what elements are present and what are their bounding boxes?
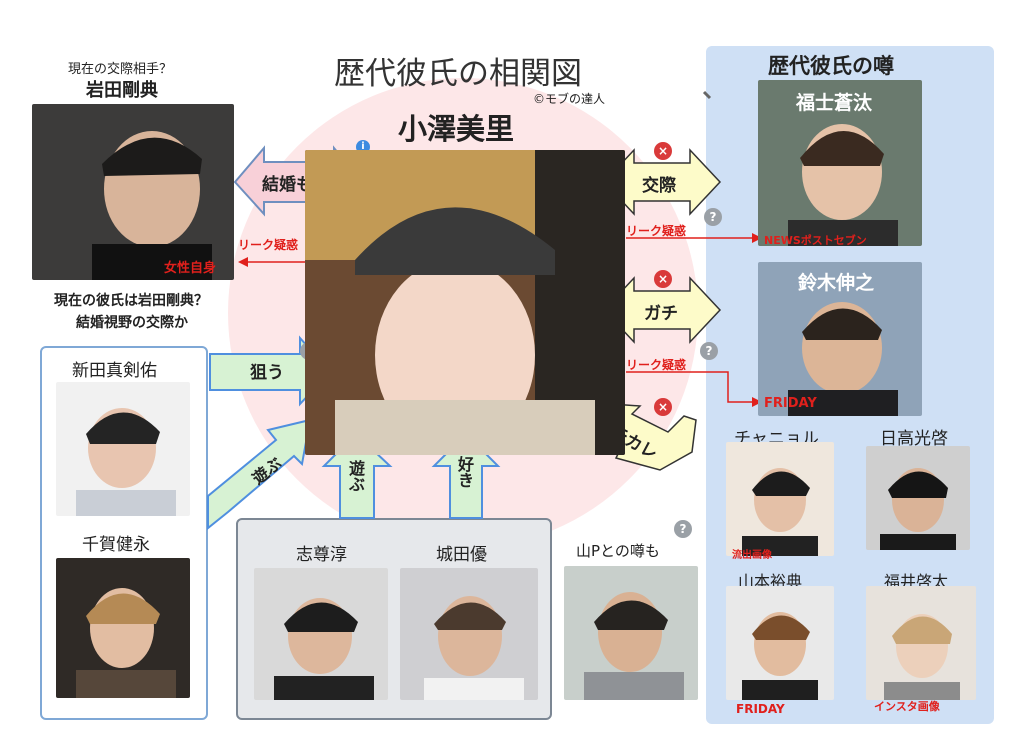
center-name: 小澤美里	[398, 112, 515, 146]
play-arrow-shison-label: 遊ぶ	[346, 460, 365, 492]
serious-arrow-label: ガチ	[644, 304, 678, 324]
leak-head-iwata	[238, 257, 248, 267]
question-icon-suzuki[interactable]: ?	[700, 342, 718, 360]
fukui-photo	[866, 586, 976, 700]
fukui-source: インスタ画像	[874, 700, 940, 713]
shison-photo	[254, 568, 388, 700]
leak-label-suzuki: リーク疑惑	[626, 358, 687, 372]
yamamoto-photo	[726, 586, 834, 700]
current-note-line2: 結婚視野の交際か	[76, 315, 188, 331]
center-photo	[305, 150, 625, 455]
fukushi-photo	[758, 80, 922, 246]
chiga-photo	[56, 558, 190, 698]
suzuki-source: FRIDAY	[764, 396, 817, 411]
leak-head-suzuki	[752, 397, 762, 407]
hidaka-photo	[866, 446, 970, 550]
yamamoto-source: FRIDAY	[736, 702, 785, 716]
suzuki-name: 鈴木伸之	[798, 272, 875, 294]
cross-icon-ex[interactable]: ×	[654, 398, 672, 416]
chanyeol-photo	[726, 442, 834, 556]
rumor-panel-title: 歴代彼氏の噂	[768, 54, 894, 78]
target-arrow-label: 狙う	[250, 363, 284, 383]
fukushi-name: 福士蒼汰	[796, 92, 873, 114]
leak-label-iwata: リーク疑惑	[238, 238, 299, 252]
joda-photo	[400, 568, 538, 700]
shison-name: 志尊淳	[296, 545, 347, 565]
question-icon-fukushi[interactable]: ?	[704, 208, 722, 226]
arata-photo	[56, 382, 190, 516]
credit: ©モブの達人	[533, 92, 606, 106]
joda-name: 城田優	[436, 545, 487, 565]
current-note-line1: 現在の彼氏は岩田剛典？	[54, 293, 208, 309]
suzuki-photo	[758, 262, 922, 416]
cross-icon-dating[interactable]: ×	[654, 142, 672, 160]
leak-label-fukushi: リーク疑惑	[626, 224, 687, 238]
iwata-source: 女性自身	[164, 261, 217, 276]
leak-head-fukushi	[752, 233, 762, 243]
dating-arrow	[602, 148, 722, 216]
question-icon-yamap[interactable]: ?	[674, 520, 692, 538]
serious-arrow	[602, 276, 722, 344]
yamap-caption: 山Pとの噂も	[576, 542, 660, 560]
chiga-name: 千賀健永	[82, 535, 150, 555]
arata-name: 新田真剣佑	[72, 361, 157, 381]
like-arrow-joda-label: 好き	[455, 456, 474, 488]
chanyeol-source: 流出画像	[732, 550, 772, 561]
fukushi-source: NEWSポストセブン	[764, 234, 867, 247]
dating-arrow-label: 交際	[642, 176, 676, 196]
leak-line-suzuki	[626, 371, 752, 403]
current-name: 岩田剛典	[86, 80, 158, 101]
panel-marker	[702, 90, 712, 100]
cross-icon-serious[interactable]: ×	[654, 270, 672, 288]
iwata-photo	[32, 104, 234, 280]
yamap-photo	[564, 566, 698, 700]
diagram-title: 歴代彼氏の相関図	[334, 56, 582, 92]
hidaka-name: 日高光啓	[880, 429, 948, 449]
current-caption: 現在の交際相手？	[68, 62, 173, 77]
